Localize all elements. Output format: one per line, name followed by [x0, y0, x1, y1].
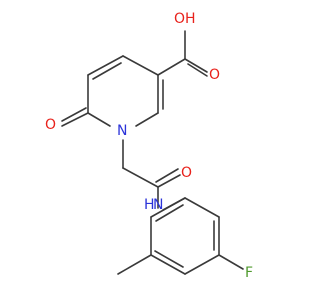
bond-n-c6	[87, 112, 111, 127]
bond-c2-n	[135, 112, 159, 127]
bond-c3-cooh	[157, 58, 186, 76]
bond-c5-c4	[87, 55, 124, 76]
atom-amide-h-label: H	[144, 197, 155, 213]
bond-c4-c3-double	[154, 250, 184, 268]
atom-oh-label: OH	[174, 11, 196, 27]
atom-fluorine-label: F	[245, 265, 253, 281]
bond-c2-c1	[150, 197, 186, 218]
bond-c2-c1-double	[155, 204, 184, 222]
bond-c1-c6	[184, 197, 220, 218]
carboxylic-acid-group: OH O	[157, 11, 220, 83]
bond-c5-c4	[184, 254, 220, 275]
bond-ch2-co	[122, 167, 159, 188]
atom-amide-n-label: N	[153, 197, 163, 213]
bond-methyl	[117, 254, 152, 275]
acetamide-linker: O N H	[122, 139, 192, 213]
bond-co-o	[157, 174, 181, 188]
atom-carboxyl-o-label: O	[209, 67, 220, 83]
atom-amide-o-label: O	[181, 165, 192, 181]
molecule-canvas: OH O O N O N H F	[45, 11, 254, 281]
bond-c6-o	[61, 112, 89, 127]
bond-cooh-o-double	[187, 63, 208, 77]
structure-diagram: OH O O N O N H F	[45, 11, 253, 281]
ring-carbonyl: O	[45, 107, 89, 133]
bond-co-o-double	[155, 168, 179, 183]
bond-c4-c3	[150, 254, 186, 275]
fluoro-methylphenyl-ring: F	[117, 197, 253, 281]
bond-c5-f	[218, 254, 244, 270]
bond-c6-o-double	[61, 107, 87, 122]
bond-c4-c3	[122, 55, 159, 76]
pyridinone-ring	[87, 55, 164, 127]
atom-ring-n-label: N	[117, 123, 127, 139]
bond-c5-c4-double	[92, 62, 122, 80]
atom-ring-o-label: O	[45, 117, 56, 133]
bond-cooh-o	[184, 58, 208, 73]
